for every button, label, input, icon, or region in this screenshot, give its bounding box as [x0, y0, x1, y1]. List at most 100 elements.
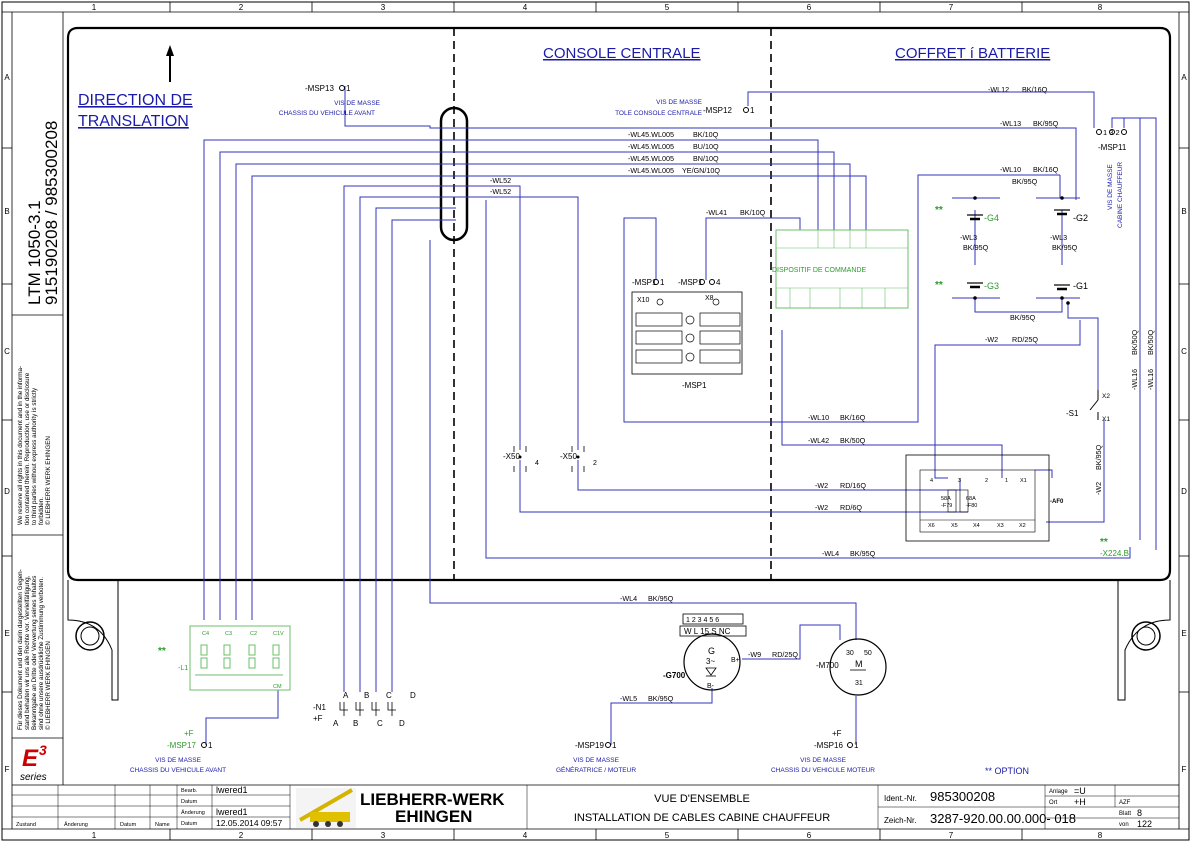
copyright-de-line: Bekanntgabe an Dritte oder Verwertung se… [31, 576, 38, 730]
n1-label: -N1 [313, 703, 326, 712]
wire-label: BK/16Q [1022, 85, 1048, 94]
x50-connector-a: -X50 4 [503, 446, 539, 472]
pin-letter: B [353, 719, 358, 728]
model-label: LTM 1050-3.1 [25, 200, 44, 305]
pin-number: 2 [593, 460, 597, 467]
wire-label: BN/10Q [693, 154, 719, 163]
drawing-title-2: INSTALLATION DE CABLES CABINE CHAUFFEUR [574, 812, 830, 824]
ground-desc: GÉNÉRATRICE / MOTEUR [556, 765, 636, 774]
von-label: von [1119, 822, 1129, 828]
wire-label: BK/95Q [1033, 119, 1059, 128]
msp1-label: -MSP1 [678, 278, 703, 287]
pin-number: X3 [997, 523, 1004, 529]
pin-number: 3 [958, 478, 961, 484]
ground-desc: VIS DE MASSE [573, 757, 620, 764]
ident-value: 985300208 [930, 789, 995, 804]
msp1-label: -MSP1 [682, 381, 707, 390]
copyright-de-line: stand behalten wir uns alle Rechte vor. … [24, 575, 31, 730]
pin-number: C1V [273, 631, 284, 637]
af0-label: -AF0 [1050, 499, 1064, 505]
console-heading: CONSOLE CENTRALE [543, 45, 701, 62]
wire-label: BK/95Q [1094, 444, 1103, 470]
s1-label: -S1 [1066, 409, 1079, 418]
e3-logo-sup: 3 [39, 742, 47, 758]
row-letter: B [1181, 207, 1186, 216]
wire-label: RD/25Q [772, 650, 798, 659]
copyright-de-line: © LIEBHERR WERK EHINGEN [44, 641, 52, 730]
ground-terminal-icon [709, 279, 715, 285]
blatt-label: Blatt [1119, 811, 1131, 817]
ground-terminal-icon [847, 742, 853, 748]
plus-f-label: +F [313, 714, 323, 723]
wire-label: -WL10 [808, 413, 829, 422]
ground-terminal-icon [201, 742, 207, 748]
ground-desc: CHASSIS DU VEHICULE AVANT [130, 767, 226, 774]
pin-number: 1 [346, 84, 351, 93]
row-letter: C [4, 347, 10, 356]
plus-f-label: +F [832, 729, 842, 738]
generator-symbol: G [708, 646, 715, 656]
pin-number: 4 [930, 478, 933, 484]
pin-number: 1 [208, 741, 213, 750]
pin-number: 1 [660, 278, 665, 287]
pin-number: 1 3 2 [1103, 128, 1120, 137]
fuse-f79-label: -F79 [941, 503, 952, 509]
ground-desc: VIS DE MASSE [656, 99, 703, 106]
datum2-value: 12.05.2014 09:57 [216, 818, 282, 828]
wire-label: -WL10 [1000, 165, 1021, 174]
ground-terminal-icon [653, 279, 659, 285]
wire-label: BK/50Q [1146, 329, 1155, 355]
ground-desc: CHASSIS DU VEHICULE MOTEUR [771, 767, 875, 774]
datum-header: Datum [120, 822, 137, 828]
wire-label: BK/95Q [1052, 243, 1078, 252]
crane-logo-icon [296, 788, 356, 828]
row-letter: F [5, 765, 10, 774]
fuse-f80-label: 68A [966, 496, 976, 502]
col-num: 4 [523, 3, 528, 12]
pin-letter: C [377, 719, 383, 728]
pin-number: 31 [855, 680, 863, 687]
copyright-en-line: to third parties without express authori… [31, 387, 38, 525]
cable-grommet [439, 106, 469, 242]
ground-desc: CHASSIS DU VEHICULE AVANT [279, 110, 375, 117]
wire-label: BK/95Q [963, 243, 989, 252]
pin-number: 4 [535, 460, 539, 467]
msp1-label: -MSP1 [632, 278, 657, 287]
msp17-label: -MSP17 [167, 741, 196, 750]
pin-number: 1 [854, 741, 859, 750]
row-letter: B [4, 207, 9, 216]
col-num: 5 [665, 3, 670, 12]
pin-letter: C [386, 691, 392, 700]
pin-number: X5 [951, 523, 958, 529]
wire-label: BK/95Q [1010, 313, 1036, 322]
ground-desc: VIS DE MASSE [1107, 163, 1114, 210]
g700-label: -G700 [663, 671, 686, 680]
wire-label: -WL16 [1130, 369, 1139, 390]
wire-label: RD/25Q [1012, 335, 1038, 344]
wire-label: -WL16 [1146, 369, 1155, 390]
company-city: EHINGEN [395, 807, 472, 826]
ground-terminal-icon [743, 107, 749, 113]
pin-number: 50 [864, 650, 872, 657]
zustand-header: Zustand [16, 822, 36, 828]
wire-label: -WL45.WL005 [628, 142, 674, 151]
ground-terminal-icon [1121, 129, 1127, 135]
wire-label: BK/10Q [740, 208, 766, 217]
row-letter: E [4, 629, 9, 638]
pin-number: X1 [1020, 478, 1027, 484]
wire-label: BK/16Q [840, 413, 866, 422]
direction-arrow-head [166, 45, 174, 56]
msp13-label: -MSP13 [305, 84, 334, 93]
anlage-label: Anlage [1049, 789, 1068, 795]
m700-starter: M 30 50 31 -M700 [816, 638, 887, 696]
row-letter: A [4, 73, 10, 82]
wire-label: -WL52 [490, 187, 511, 196]
col-num: 2 [239, 831, 244, 840]
motor-symbol: M [855, 659, 863, 669]
mounting-hole [1131, 621, 1161, 651]
fuse-f79-label: 58A [941, 496, 951, 502]
wire-label: -WL41 [706, 208, 727, 217]
mounting-hole [75, 621, 105, 651]
s1-switch: -S1 X2 X1 [1066, 390, 1110, 423]
